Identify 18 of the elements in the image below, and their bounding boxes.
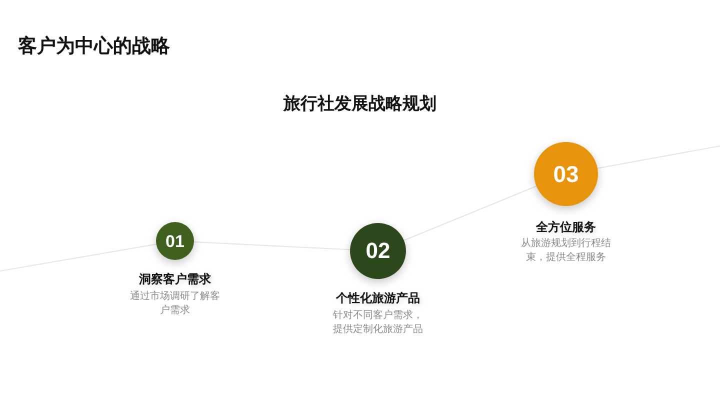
step-description: 从旅游规划到行程结束，提供全程服务 (520, 237, 612, 265)
step-circle (534, 142, 598, 206)
step-title: 全方位服务 (536, 219, 596, 235)
step-circle (156, 222, 194, 260)
step-circle (350, 223, 406, 279)
step-number: 01 (166, 232, 184, 250)
connector-line (194, 241, 350, 250)
step-title: 洞察客户需求 (139, 271, 211, 287)
connector-line (597, 145, 720, 169)
step-description: 通过市场调研了解客户需求 (130, 290, 220, 318)
connector-line (0, 244, 156, 272)
step-description: 针对不同客户需求，提供定制化旅游产品 (332, 309, 424, 337)
step-number: 02 (366, 240, 390, 262)
step-number: 03 (553, 162, 579, 186)
slide-title: 客户为中心的战略 (18, 34, 170, 59)
step-title: 个性化旅游产品 (336, 290, 420, 306)
section-heading: 旅行社发展战略规划 (284, 93, 436, 115)
connector-line (404, 186, 537, 241)
